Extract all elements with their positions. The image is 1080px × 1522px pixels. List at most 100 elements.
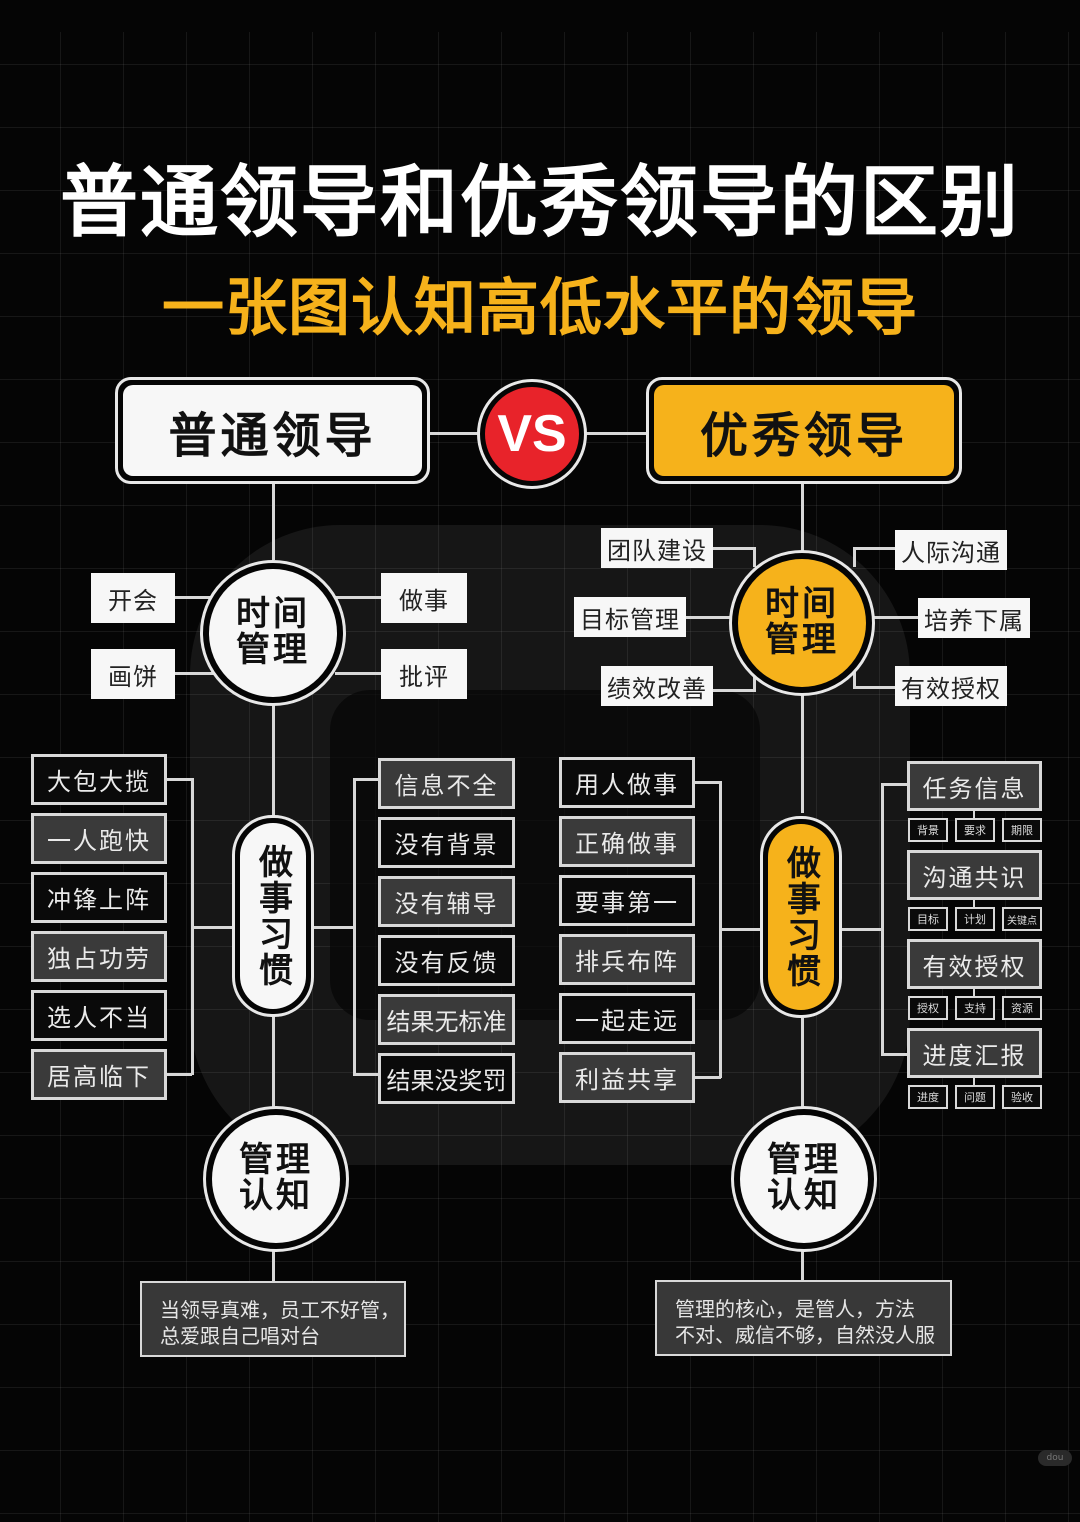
ordinary-habit-item: 结果没奖罚 [378, 1053, 515, 1104]
connector [353, 778, 380, 781]
node-title: 做事习惯 [240, 823, 306, 1009]
node-title-line2: 认知 [767, 1176, 841, 1216]
node-title: 做事习惯 [768, 824, 834, 1010]
ordinary-time-item: 批评 [381, 649, 467, 699]
connector [353, 778, 356, 1075]
excellent-habit-subitem: 关键点 [1002, 907, 1042, 931]
ordinary-leader-label: 普通领导 [123, 385, 422, 476]
connector [853, 668, 856, 689]
connector [853, 547, 898, 550]
ordinary-habit-item: 没有反馈 [378, 935, 515, 986]
node-title-line2: 管理 [765, 620, 839, 660]
page-title: 普通领导和优秀领导的区别 [59, 158, 1020, 248]
excellent-time-management-node: 时间 管理 [729, 550, 875, 696]
connector [584, 432, 650, 435]
excellent-habit-subitem: 期限 [1002, 818, 1042, 842]
ordinary-habit-item: 独占功劳 [31, 931, 167, 982]
vs-label: VS [485, 387, 579, 481]
connector [335, 672, 383, 675]
excellent-habit-item: 排兵布阵 [559, 934, 695, 985]
connector [272, 480, 275, 560]
ordinary-habit-item: 结果无标准 [378, 994, 515, 1045]
ordinary-habit-item: 居高临下 [31, 1049, 167, 1100]
connector [272, 700, 275, 818]
connector [853, 547, 856, 567]
watermark-badge: dou [1038, 1450, 1072, 1466]
node-title-line1: 管理 [767, 1140, 841, 1181]
excellent-cognition-note: 管理的核心，是管人，方法 不对、威信不够，自然没人服 [655, 1280, 952, 1356]
connector [175, 672, 215, 675]
ordinary-time-item: 做事 [381, 573, 467, 623]
node-title-line1: 管理 [239, 1140, 313, 1181]
ordinary-habit-item: 选人不当 [31, 990, 167, 1041]
excellent-habit-subitem: 授权 [908, 996, 948, 1020]
connector [881, 783, 884, 1055]
connector [175, 596, 215, 599]
excellent-habit-item: 用人做事 [559, 757, 695, 808]
ordinary-habit-item: 一人跑快 [31, 813, 167, 864]
connector [272, 1245, 275, 1282]
ordinary-leader-header: 普通领导 [115, 377, 430, 484]
ordinary-cognition-note: 当领导真难，员工不好管， 总爱跟自己唱对台 [140, 1281, 406, 1357]
connector [272, 1015, 275, 1110]
connector [713, 689, 755, 692]
excellent-time-item: 团队建设 [601, 528, 713, 568]
excellent-habit-item: 利益共享 [559, 1052, 695, 1103]
ordinary-habit-item: 信息不全 [378, 758, 515, 809]
page-subtitle: 一张图认知高低水平的领导 [161, 271, 918, 344]
connector [973, 899, 975, 907]
excellent-time-item: 培养下属 [918, 598, 1030, 638]
connector [853, 686, 898, 689]
connector [428, 432, 480, 435]
excellent-habit-group: 任务信息 [907, 761, 1042, 811]
excellent-habit-subitem: 要求 [955, 818, 995, 842]
ordinary-time-management-node: 时间 管理 [200, 560, 346, 706]
connector [840, 928, 883, 931]
note-line2: 不对、威信不够，自然没人服 [675, 1323, 935, 1347]
excellent-habit-subitem: 验收 [1002, 1085, 1042, 1109]
connector [753, 547, 756, 567]
node-title-line2: 管理 [236, 630, 310, 670]
ordinary-habit-item: 大包大揽 [31, 754, 167, 805]
excellent-leader-header: 优秀领导 [646, 377, 962, 484]
connector [801, 695, 804, 813]
excellent-habit-item: 正确做事 [559, 816, 695, 867]
connector [881, 1053, 908, 1056]
connector [694, 781, 721, 784]
excellent-habit-subitem: 问题 [955, 1085, 995, 1109]
connector [720, 928, 762, 931]
connector [881, 783, 908, 786]
connector [801, 1245, 804, 1282]
node-title-line1: 时间 [765, 584, 839, 625]
ordinary-management-cognition-node: 管理 认知 [203, 1106, 349, 1252]
connector [801, 480, 804, 552]
excellent-work-habits-node: 做事习惯 [760, 816, 842, 1018]
excellent-habit-subitem: 背景 [908, 818, 948, 842]
ordinary-time-item: 开会 [91, 573, 175, 623]
ordinary-time-item: 画饼 [91, 649, 175, 699]
ordinary-work-habits-node: 做事习惯 [232, 815, 314, 1017]
ordinary-habit-item: 没有辅导 [378, 876, 515, 927]
connector [713, 547, 755, 550]
connector [166, 1073, 192, 1076]
excellent-habit-group: 沟通共识 [907, 850, 1042, 900]
connector [192, 926, 234, 929]
excellent-leader-label: 优秀领导 [654, 385, 954, 476]
excellent-time-item: 人际沟通 [895, 530, 1007, 570]
excellent-habit-subitem: 目标 [908, 907, 948, 931]
ordinary-habit-item: 没有背景 [378, 817, 515, 868]
connector [973, 810, 975, 818]
node-title-line2: 认知 [239, 1176, 313, 1216]
excellent-habit-item: 要事第一 [559, 875, 695, 926]
note-line1: 当领导真难，员工不好管， [160, 1298, 400, 1322]
connector [335, 596, 383, 599]
note-line2: 总爱跟自己唱对台 [160, 1324, 320, 1348]
connector [973, 988, 975, 996]
excellent-habit-subitem: 计划 [955, 907, 995, 931]
excellent-time-item: 有效授权 [895, 666, 1007, 706]
excellent-time-item: 目标管理 [574, 597, 686, 637]
connector [312, 926, 355, 929]
excellent-habit-subitem: 进度 [908, 1085, 948, 1109]
connector [801, 1018, 804, 1110]
connector [694, 1076, 721, 1079]
